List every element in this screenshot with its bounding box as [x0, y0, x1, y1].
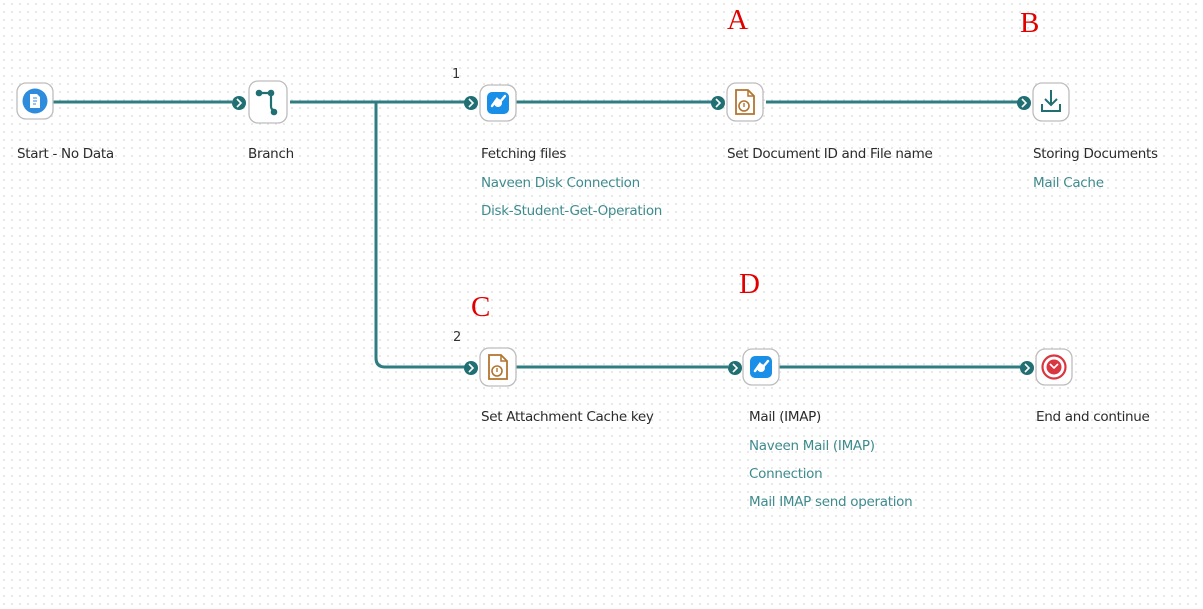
end-label: End and continue	[1036, 409, 1150, 425]
start-label: Start - No Data	[17, 146, 114, 162]
mail-connection-link-line2[interactable]: Connection	[749, 466, 823, 482]
port-branch[interactable]	[232, 96, 246, 110]
setdoc-label: Set Document ID and File name	[727, 146, 933, 162]
annotation-a: A	[727, 4, 748, 36]
mail-operation-link[interactable]: Mail IMAP send operation	[749, 494, 913, 510]
setatt-map-icon[interactable]	[479, 347, 517, 387]
port-setatt[interactable]	[464, 361, 478, 375]
path-number-2: 2	[453, 330, 462, 345]
store-download-icon[interactable]	[1032, 82, 1070, 122]
port-end[interactable]	[1020, 361, 1034, 375]
mail-connector-icon[interactable]	[742, 348, 780, 386]
start-icon[interactable]	[16, 82, 54, 120]
annotation-b: B	[1020, 7, 1040, 39]
fetch-operation-link[interactable]: Disk-Student-Get-Operation	[481, 203, 663, 219]
setatt-label: Set Attachment Cache key	[481, 409, 654, 425]
path-number-1: 1	[452, 67, 461, 82]
store-connection-link[interactable]: Mail Cache	[1033, 175, 1104, 191]
port-mail[interactable]	[728, 361, 742, 375]
store-label: Storing Documents	[1033, 146, 1158, 162]
end-stop-icon[interactable]	[1035, 348, 1073, 386]
fetch-label: Fetching files	[481, 146, 567, 162]
branch-icon[interactable]	[248, 80, 288, 124]
connector-lines	[48, 100, 1022, 369]
mail-connection-link-line1[interactable]: Naveen Mail (IMAP)	[749, 438, 875, 454]
annotation-d: D	[739, 268, 760, 300]
fetch-connector-icon[interactable]	[479, 84, 517, 122]
input-ports	[232, 96, 1034, 375]
port-setdoc[interactable]	[711, 96, 725, 110]
setdoc-map-icon[interactable]	[726, 82, 764, 122]
branch-label: Branch	[248, 146, 294, 162]
port-fetch[interactable]	[464, 96, 478, 110]
mail-label: Mail (IMAP)	[749, 409, 821, 425]
connector-branch-setatt[interactable]	[374, 102, 466, 369]
annotation-c: C	[471, 291, 491, 323]
port-store[interactable]	[1017, 96, 1031, 110]
fetch-connection-link[interactable]: Naveen Disk Connection	[481, 175, 640, 191]
